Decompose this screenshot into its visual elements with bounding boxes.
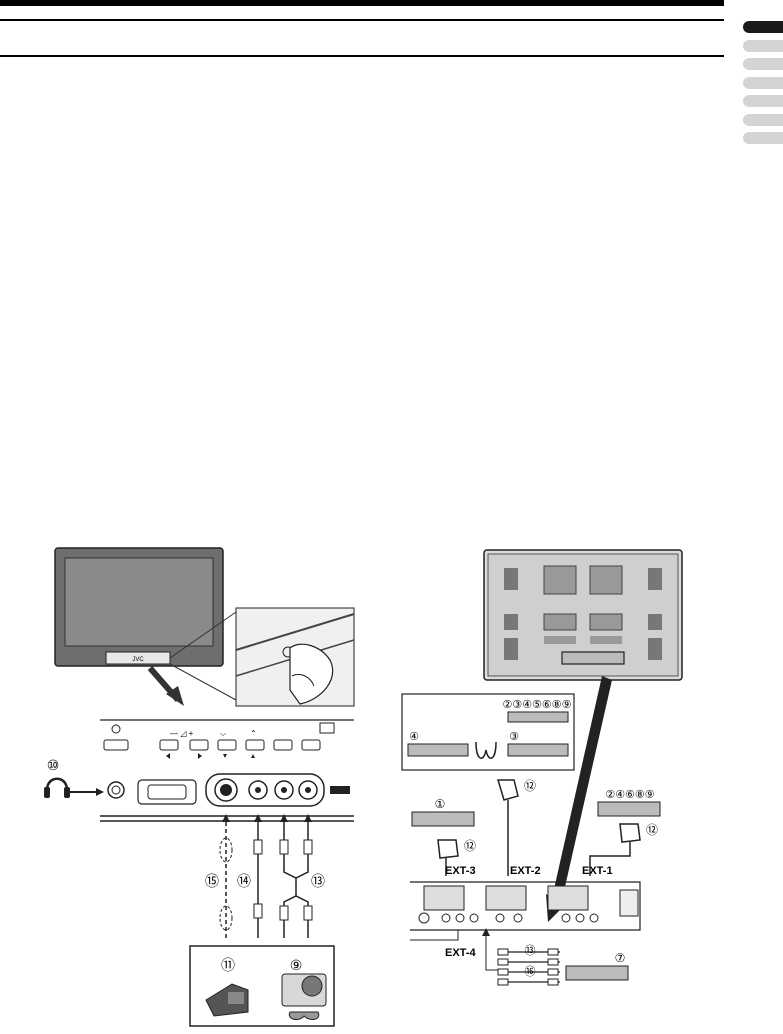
- side-tab-5[interactable]: [743, 95, 783, 107]
- s-video-cable-14: [253, 814, 263, 938]
- callout-cable-12-left: ⑫: [464, 839, 476, 853]
- rca-cables: [482, 928, 560, 986]
- label-ext1: EXT-1: [582, 865, 613, 877]
- callout-audio-cable: ⑬: [311, 873, 325, 889]
- svg-text:⌵: ⌵: [220, 729, 226, 738]
- callout-cable-12-right: ⑫: [646, 823, 658, 837]
- headphones-icon: [44, 777, 125, 799]
- scart-cable-left: [437, 839, 459, 876]
- header-rule-upper: [0, 19, 724, 21]
- svg-text:— ◿ +: — ◿ +: [170, 729, 194, 738]
- brand-mark: JVC: [132, 657, 144, 663]
- label-ext2: EXT-2: [510, 865, 541, 877]
- label-ext4: EXT-4: [445, 947, 476, 959]
- callout-camcorder: ⑪: [221, 957, 235, 973]
- callout-cable-12-top: ⑫: [524, 779, 536, 793]
- callout-s-video-cable: ⑭: [237, 873, 251, 889]
- video-cable-15: [219, 814, 233, 938]
- scart-cable-top: [496, 779, 519, 876]
- tv-front: JVC: [54, 547, 224, 667]
- callout-game-console: ⑨: [290, 957, 303, 973]
- callout-cable-13: ⑬: [525, 944, 536, 957]
- side-tab-4[interactable]: [743, 76, 783, 89]
- connection-diagram-svg: JVC — ◿ + ⌵ ⌃: [44, 547, 683, 1027]
- rear-connector-panel: [410, 881, 641, 931]
- tv-rear: [483, 549, 683, 681]
- callout-group-mid: ③: [509, 731, 519, 743]
- svg-text:⌃: ⌃: [250, 729, 257, 738]
- side-tab-6[interactable]: [743, 113, 783, 126]
- device-right: [597, 801, 661, 817]
- callout-group-left: ④: [409, 731, 419, 743]
- callout-device-7: ⑦: [615, 951, 626, 965]
- side-tab-1[interactable]: [743, 21, 783, 33]
- device-7: [565, 965, 629, 981]
- rear-devices-box: [401, 693, 575, 771]
- callout-cable-16: ⑯: [525, 965, 536, 978]
- top-rule: [0, 0, 724, 6]
- av-terminals: [205, 773, 350, 807]
- audio-cable-13: [279, 814, 313, 938]
- callout-headphones: ⑩: [47, 757, 60, 773]
- side-tab-2[interactable]: [743, 39, 783, 52]
- side-tab-3[interactable]: [743, 58, 783, 70]
- hand-inset: [235, 607, 355, 707]
- front-devices-box: [189, 945, 335, 1027]
- header-rule-lower: [0, 55, 724, 57]
- side-tab-7[interactable]: [743, 132, 783, 144]
- label-ext3: EXT-3: [445, 865, 476, 877]
- scart-cable-right: [589, 823, 641, 876]
- callout-group-right: ②④⑥⑧⑨: [605, 789, 654, 801]
- device-1: [411, 811, 475, 827]
- front-control-strip: — ◿ + ⌵ ⌃: [100, 719, 354, 759]
- side-tabs: [743, 21, 783, 151]
- callout-video-cable: ⑮: [205, 873, 219, 889]
- connection-illustration: JVC — ◿ + ⌵ ⌃: [0, 540, 783, 1029]
- callout-group-top: ②③④⑤⑥⑧⑨: [502, 699, 571, 711]
- callout-device-1: ①: [435, 797, 446, 811]
